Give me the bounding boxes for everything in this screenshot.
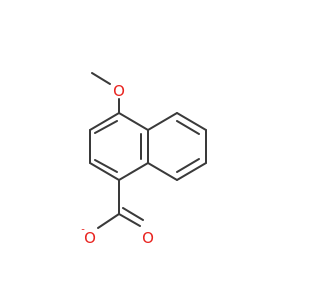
bond-c4a-c4 bbox=[118, 112, 149, 131]
bond-c4a-c5 bbox=[147, 112, 178, 131]
bond-c2-c1-inner bbox=[94, 159, 118, 173]
bond-c2-c1 bbox=[89, 162, 120, 181]
bond-carboxyl-o-double-b bbox=[122, 207, 144, 221]
bond-carboxyl-o-single bbox=[97, 213, 120, 229]
carboxylate-single-oxygen-label: O bbox=[84, 229, 96, 247]
bond-c4-c3 bbox=[89, 112, 120, 131]
bond-c1-c8a bbox=[118, 162, 149, 181]
bond-carboxyl-o-double-a bbox=[118, 213, 141, 227]
bond-c7-c8-inner bbox=[176, 158, 200, 173]
bond-methyl-o bbox=[91, 72, 111, 85]
bond-c7-c8 bbox=[176, 162, 207, 181]
bond-c4-c3-inner bbox=[94, 120, 118, 134]
carboxylate-charge-label: - bbox=[81, 225, 85, 236]
methoxy-oxygen-label: O bbox=[113, 82, 125, 100]
bond-c8-c8a bbox=[147, 162, 178, 181]
bond-c5-c6 bbox=[176, 112, 207, 131]
carboxylate-double-oxygen-label: O bbox=[142, 229, 154, 247]
structure-diagram: O O - O bbox=[81, 72, 207, 247]
bond-c5-c6-inner bbox=[176, 120, 200, 135]
